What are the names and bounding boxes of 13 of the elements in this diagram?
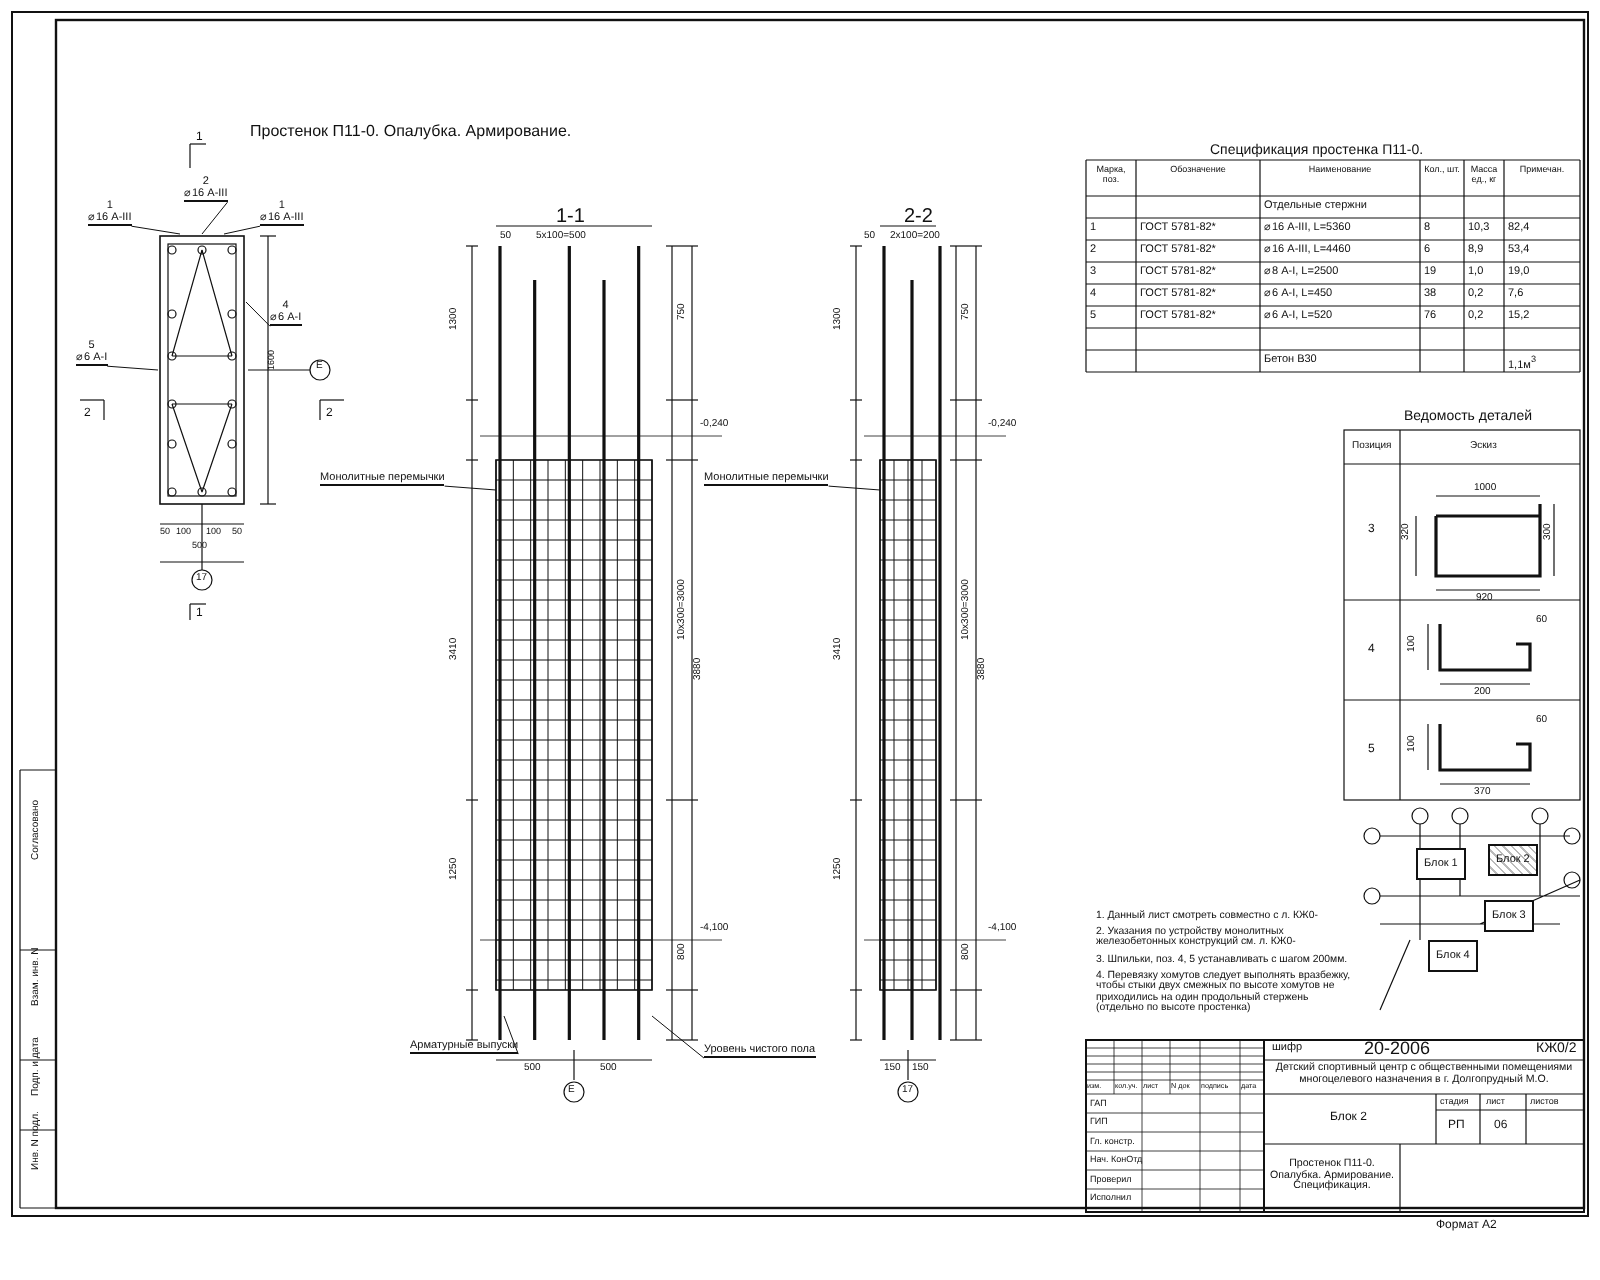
leader-line	[106, 365, 159, 371]
leader-line	[444, 485, 497, 491]
section-title: 2-2	[904, 208, 933, 229]
cell-text: 20-2006	[1364, 1040, 1431, 1059]
leader-line	[201, 201, 228, 235]
leader-line	[828, 485, 881, 491]
leader-line	[651, 1015, 705, 1059]
section-title: 1-1	[556, 208, 585, 229]
leader-line	[130, 225, 181, 235]
drawing-title: Простенок П11-0. Опалубка. Армирование.	[250, 124, 572, 141]
leader-line	[245, 301, 271, 327]
leader-line	[223, 225, 261, 235]
leader-line	[503, 1015, 519, 1055]
